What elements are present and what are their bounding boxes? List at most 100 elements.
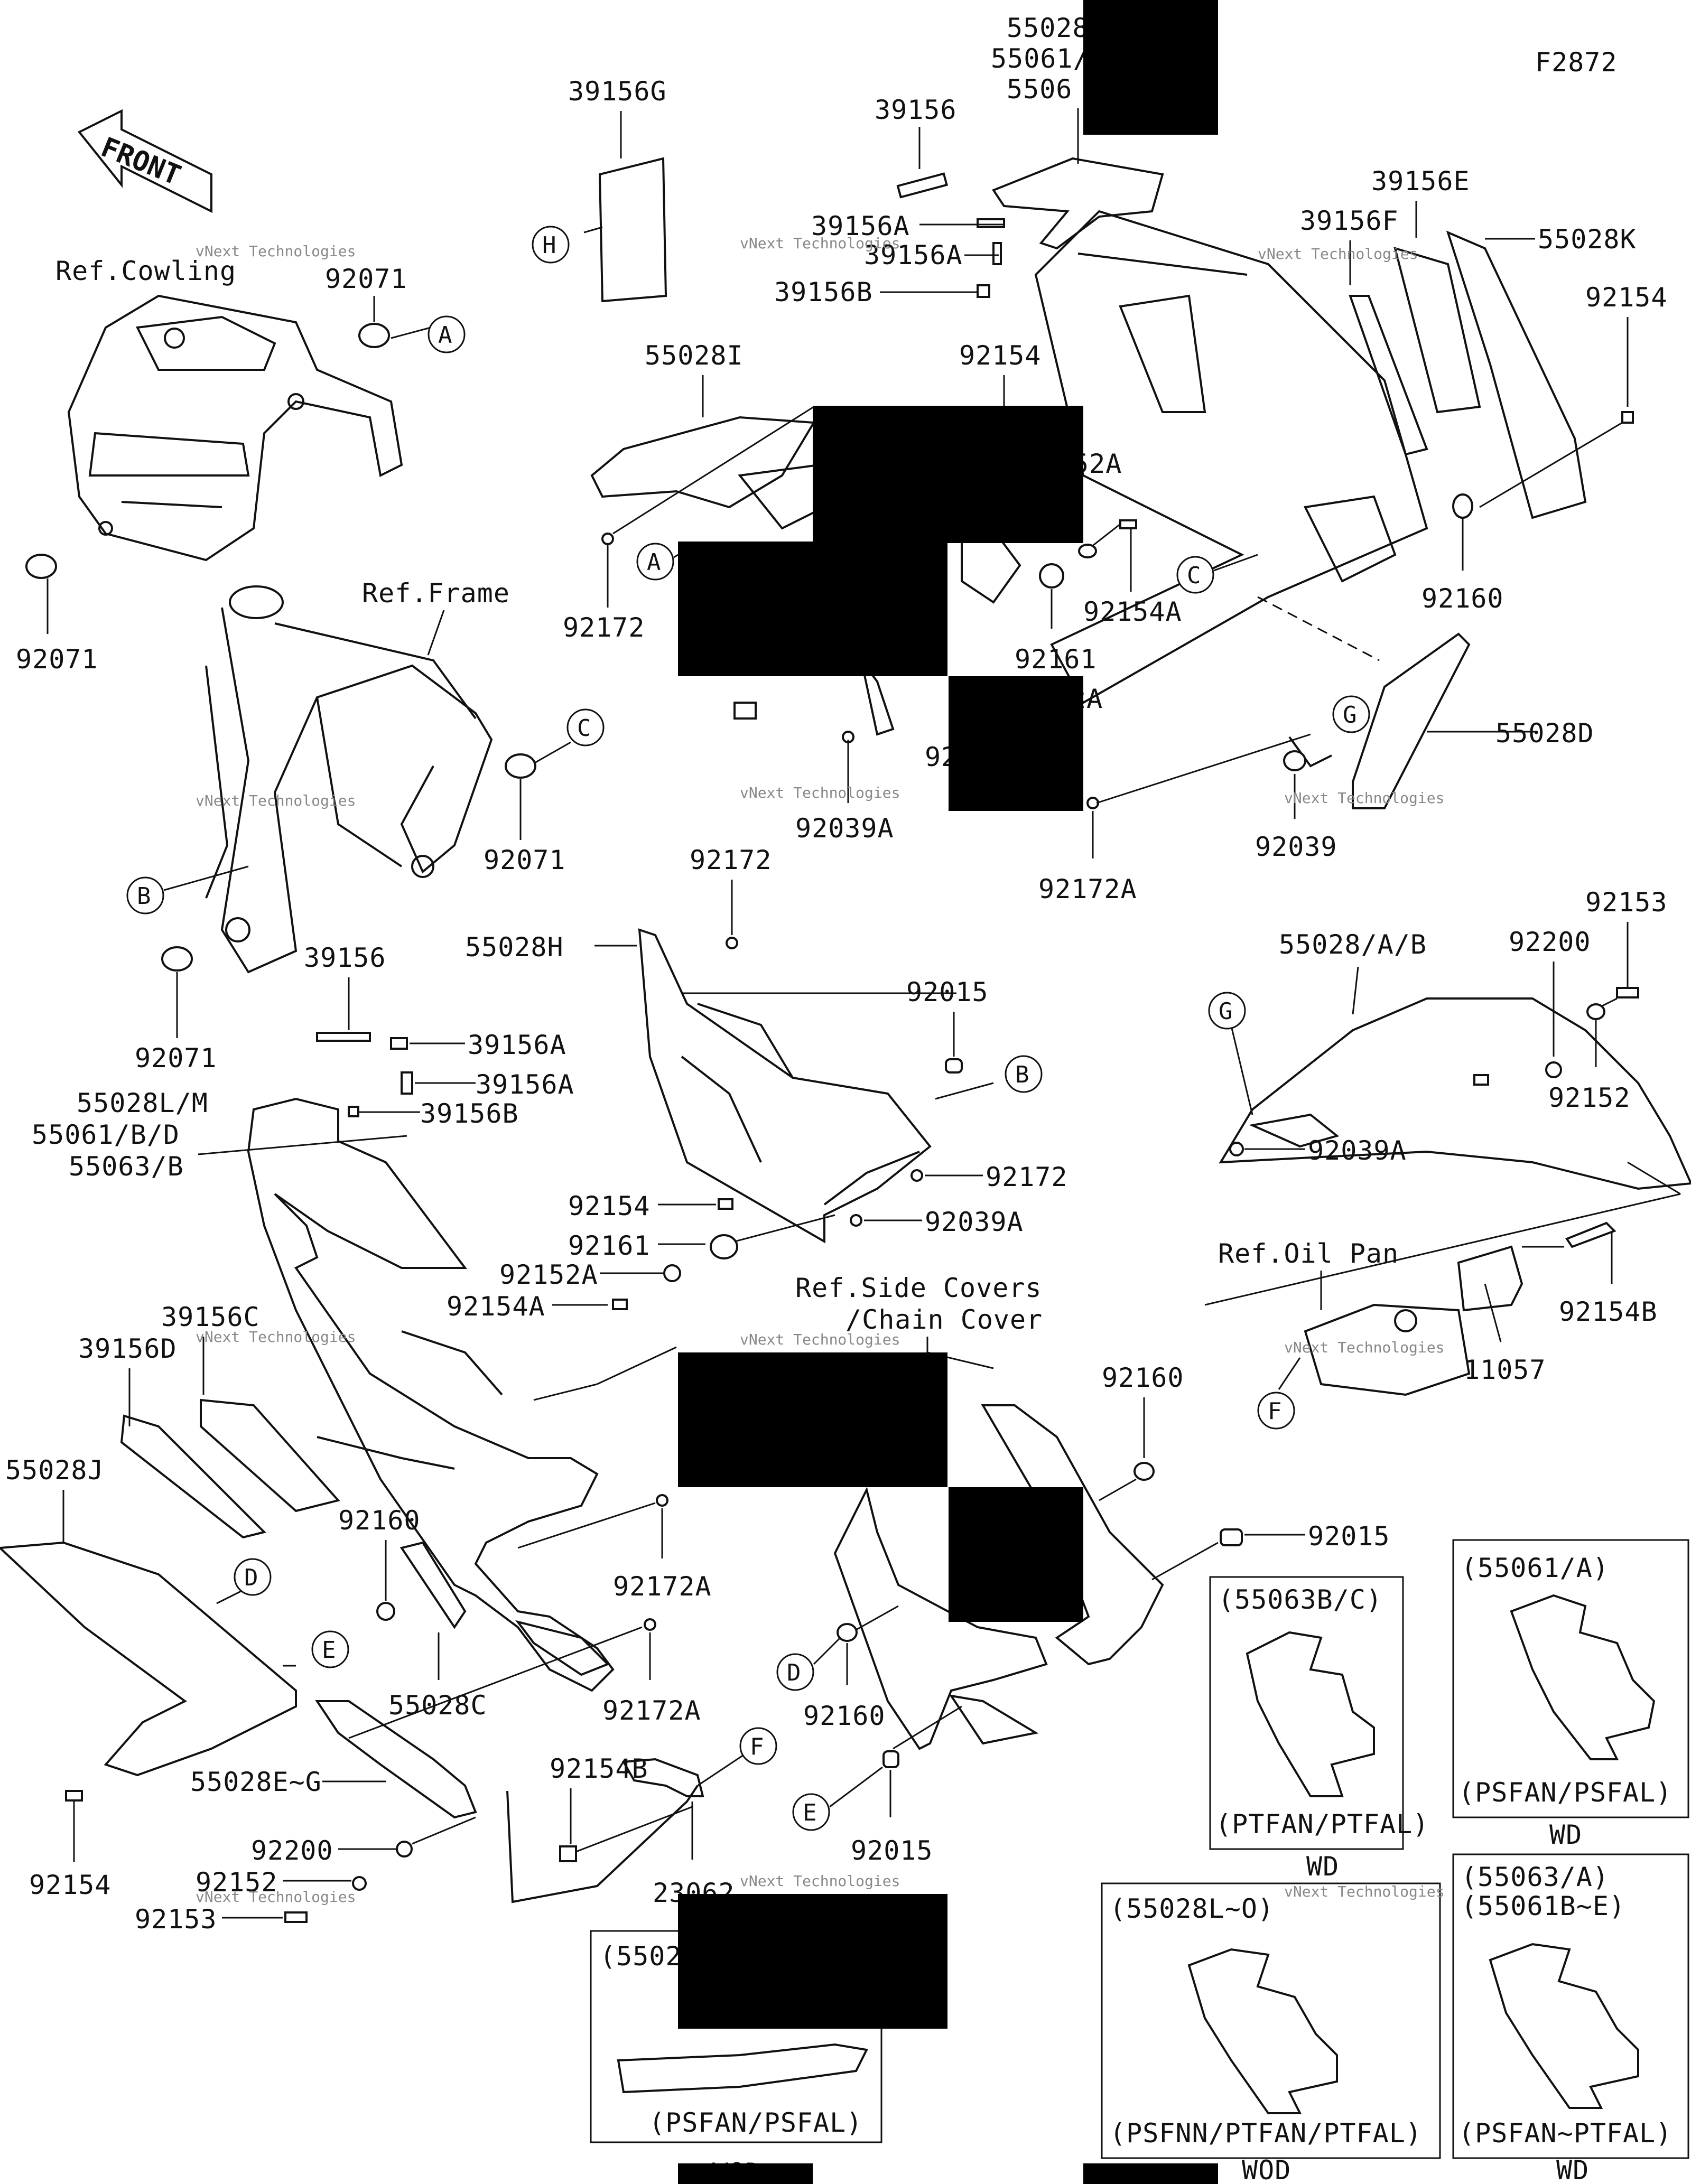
ref-oil-pan-label: Ref.Oil Pan xyxy=(1218,1238,1399,1269)
part-39156A-1: 39156A xyxy=(811,211,910,241)
part-39156E: 39156E xyxy=(1371,166,1470,197)
front-arrow-icon: FRONT xyxy=(77,109,212,213)
part-92154-mid: 92154 xyxy=(959,340,1042,371)
oil-pan-bracket xyxy=(1304,1245,1523,1396)
watermark-10: vNext Technologies xyxy=(196,1888,356,1906)
part-39156C: 39156C xyxy=(161,1302,260,1332)
collar-92015-br xyxy=(1220,1528,1243,1546)
inset-55063A: (55063/A) (55061B~E) (PSFAN~PTFAL) WD xyxy=(1452,1853,1689,2184)
svg-text:E: E xyxy=(803,1799,817,1826)
pad-39156E xyxy=(1393,247,1481,414)
callout-A-top: A xyxy=(428,315,466,353)
part-39156B-l: 39156B xyxy=(420,1098,519,1129)
part-92039A-mid: 92039A xyxy=(795,813,894,844)
inset-55063A-footer: WD xyxy=(1556,2155,1589,2184)
part-39156A-2: 39156A xyxy=(864,240,963,270)
callout-B-left: B xyxy=(126,876,164,914)
side-fairing-55028LM xyxy=(247,1097,615,1692)
redaction-block-6 xyxy=(949,1487,1083,1622)
part-39156A-l2: 39156A xyxy=(476,1069,574,1100)
svg-text:B: B xyxy=(137,883,151,910)
part-11057: 11057 xyxy=(1464,1355,1546,1385)
washer-92152-r xyxy=(1586,1003,1605,1020)
clip-39156B xyxy=(977,284,990,298)
svg-text:G: G xyxy=(1219,998,1233,1025)
part-92039: 92039 xyxy=(1255,832,1337,862)
clip-39156B-l xyxy=(348,1106,359,1117)
part-92160-r: 92160 xyxy=(1421,583,1504,614)
lower-panel-55028AB xyxy=(1219,997,1691,1190)
part-92172-l: 92172 xyxy=(563,612,645,643)
watermark-1: vNext Technologies xyxy=(740,235,900,252)
bracket-55028C xyxy=(399,1541,467,1629)
svg-text:D: D xyxy=(787,1659,801,1686)
redaction-block-1 xyxy=(1083,0,1218,135)
part-92153-r: 92153 xyxy=(1585,887,1668,918)
part-92172A-l2: 92172A xyxy=(602,1695,701,1726)
part-92172A-mid: 92172A xyxy=(1038,874,1137,904)
redaction-block-7 xyxy=(678,1894,947,2029)
part-92152-bl: 92152 xyxy=(196,1867,278,1898)
watermark-7: vNext Technologies xyxy=(196,1328,356,1346)
part-92200-r: 92200 xyxy=(1509,927,1591,957)
panel-55028K xyxy=(1446,230,1587,519)
svg-text:A: A xyxy=(438,322,452,349)
part-55061-top: 55061/ xyxy=(991,43,1090,74)
washer-92160-b2 xyxy=(837,1623,858,1642)
callout-B-center: B xyxy=(1005,1055,1043,1093)
strip-39156 xyxy=(896,172,949,199)
part-92039A-c: 92039A xyxy=(925,1207,1024,1237)
callout-C-frame: C xyxy=(566,708,605,746)
nut-92039 xyxy=(1283,750,1306,771)
bolt-92200-r xyxy=(1473,1074,1489,1086)
svg-text:(PSFNN/PTFAN/PTFAL): (PSFNN/PTFAN/PTFAL) xyxy=(1110,2118,1422,2149)
grommet-92071-b xyxy=(25,554,57,579)
bolt-92154-c xyxy=(718,1198,733,1210)
watermark-8: vNext Technologies xyxy=(740,1331,900,1348)
pad-39156C xyxy=(200,1398,340,1513)
part-55063B: 55063/B xyxy=(69,1151,184,1182)
part-39156F: 39156F xyxy=(1300,206,1399,236)
svg-text:G: G xyxy=(1343,702,1357,729)
grommet-92161-mid xyxy=(1039,563,1064,589)
redaction-block-8 xyxy=(678,2163,813,2184)
svg-text:H: H xyxy=(542,232,556,259)
front-arrow-label: FRONT xyxy=(97,132,185,192)
upper-cowling xyxy=(991,157,1428,704)
part-92154-r: 92154 xyxy=(1585,282,1668,313)
ref-chain-cover-label: /Chain Cover xyxy=(846,1304,1043,1335)
part-92071-b: 92071 xyxy=(16,644,98,675)
part-92154-c: 92154 xyxy=(568,1191,651,1221)
grommet-92071-c xyxy=(505,753,536,779)
svg-text:(PTFAN/PTFAL): (PTFAN/PTFAL) xyxy=(1215,1809,1429,1840)
strip-39156-left xyxy=(316,1032,371,1042)
part-39156-left: 39156 xyxy=(304,942,386,973)
inset-55061A-footer: WD xyxy=(1549,1819,1582,1850)
part-92154A-c: 92154A xyxy=(447,1291,545,1322)
svg-text:B: B xyxy=(1015,1061,1029,1088)
screw-92039A-mid xyxy=(842,731,854,743)
svg-text:A: A xyxy=(647,549,661,576)
redaction-block-2 xyxy=(813,406,1083,543)
inner-panel-55028I xyxy=(590,416,816,509)
inset-55028LO: (55028L~O) (PSFNN/PTFAN/PTFAL) WOD xyxy=(1101,1882,1441,2184)
grommet-92071-d xyxy=(161,946,193,972)
part-92015-c: 92015 xyxy=(906,977,989,1007)
screw-92172-c2 xyxy=(910,1169,923,1182)
bolt-92154B-b xyxy=(559,1845,577,1862)
callout-D-bottom: D xyxy=(776,1653,814,1691)
svg-text:D: D xyxy=(244,1564,258,1591)
strip-39156A-1 xyxy=(977,218,1005,228)
callout-F-bottom: F xyxy=(739,1727,777,1765)
part-39156G: 39156G xyxy=(568,76,667,107)
callout-F-right: F xyxy=(1257,1392,1295,1430)
stay-23062 xyxy=(621,1758,704,1797)
callout-D-left: D xyxy=(234,1558,272,1596)
diagram-code: F2872 xyxy=(1535,47,1618,78)
part-92154B-r: 92154B xyxy=(1559,1296,1658,1327)
undercowl-55028J xyxy=(0,1541,297,1777)
watermark-9: vNext Technologies xyxy=(1284,1339,1444,1356)
washer-92152A-c xyxy=(663,1264,681,1282)
bracket-55028D xyxy=(1352,632,1471,809)
